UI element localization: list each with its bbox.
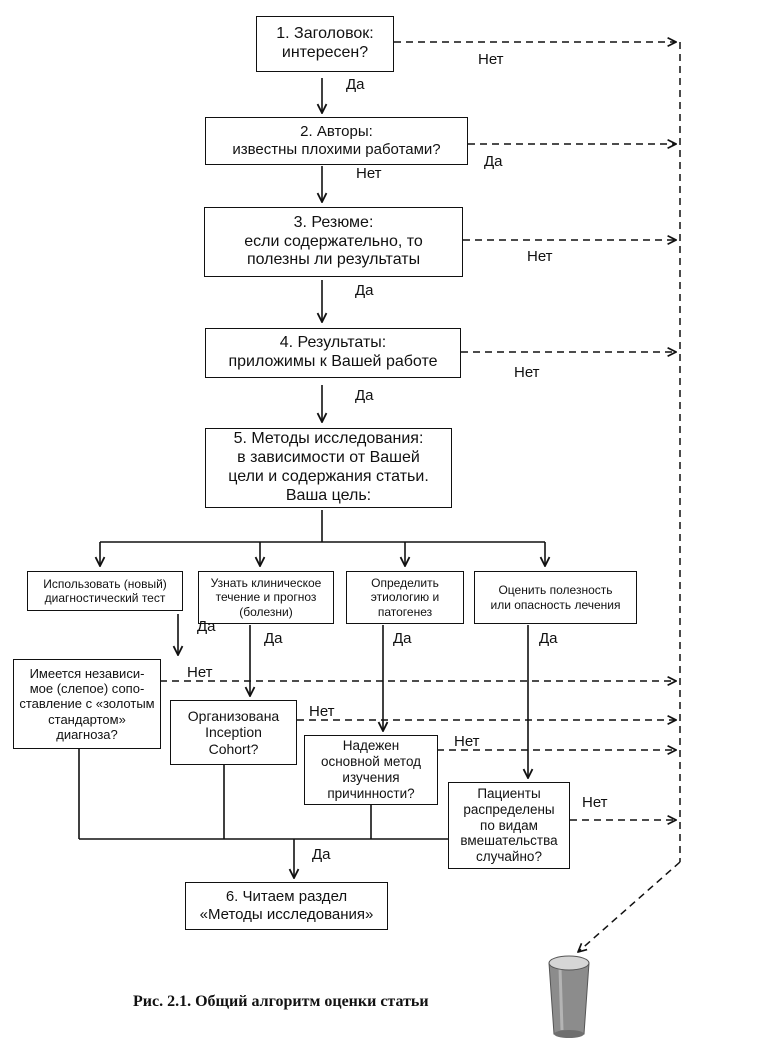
merge-lines	[78, 749, 448, 840]
no-label-1: Нет	[478, 51, 504, 68]
no-label-2: Нет	[356, 165, 382, 182]
yes-label-final: Да	[312, 846, 331, 863]
abstract-question-box: 3. Резюме: если содержательно, то полезн…	[204, 207, 463, 277]
no-label-randomization: Нет	[582, 794, 608, 811]
no-label-inception-cohort: Нет	[309, 703, 335, 720]
figure-caption: Рис. 2.1. Общий алгоритм оценки статьи	[133, 993, 429, 1010]
yes-label-4: Да	[355, 387, 374, 404]
methods-question-box: 5. Методы исследования: в зависимости от…	[205, 428, 452, 508]
goal-etiology-box: Определить этиологию и патогенез	[346, 571, 464, 624]
goal-treatment-box: Оценить полезность или опасность лечения	[474, 571, 637, 624]
causality-method-check-box: Надежен основной метод изучения причинно…	[304, 735, 438, 805]
no-label-gold-standard: Нет	[187, 664, 213, 681]
branch-lines	[100, 510, 545, 543]
yes-label-3: Да	[355, 282, 374, 299]
read-methods-box: 6. Читаем раздел «Методы исследования»	[185, 882, 388, 930]
yes-label-2: Да	[484, 153, 503, 170]
no-label-4: Нет	[514, 364, 540, 381]
yes-label-treatment: Да	[539, 630, 558, 647]
gold-standard-check-box: Имеется независи- мое (слепое) сопо- ста…	[13, 659, 161, 749]
goal-prognosis-box: Узнать клиническое течение и прогноз (бо…	[198, 571, 334, 624]
inception-cohort-check-box: Организована Inception Cohort?	[170, 700, 297, 765]
goal-diagnostic-box: Использовать (новый) диагностический тес…	[27, 571, 183, 611]
trash-bin-icon	[548, 955, 590, 1038]
branch-arrows	[100, 542, 545, 878]
authors-question-box: 2. Авторы: известны плохими работами?	[205, 117, 468, 165]
results-question-box: 4. Результаты: приложимы к Вашей работе	[205, 328, 461, 378]
yes-label-1: Да	[346, 76, 365, 93]
arrow-to-bin	[578, 861, 681, 952]
randomization-check-box: Пациенты распределены по видам вмешатель…	[448, 782, 570, 869]
yes-label-diagnostic: Да	[197, 618, 216, 635]
title-question-box: 1. Заголовок: интересен?	[256, 16, 394, 72]
reject-arrows	[160, 42, 676, 820]
no-label-3: Нет	[527, 248, 553, 265]
no-label-causality: Нет	[454, 733, 480, 750]
yes-label-prognosis: Да	[264, 630, 283, 647]
yes-label-etiology: Да	[393, 630, 412, 647]
